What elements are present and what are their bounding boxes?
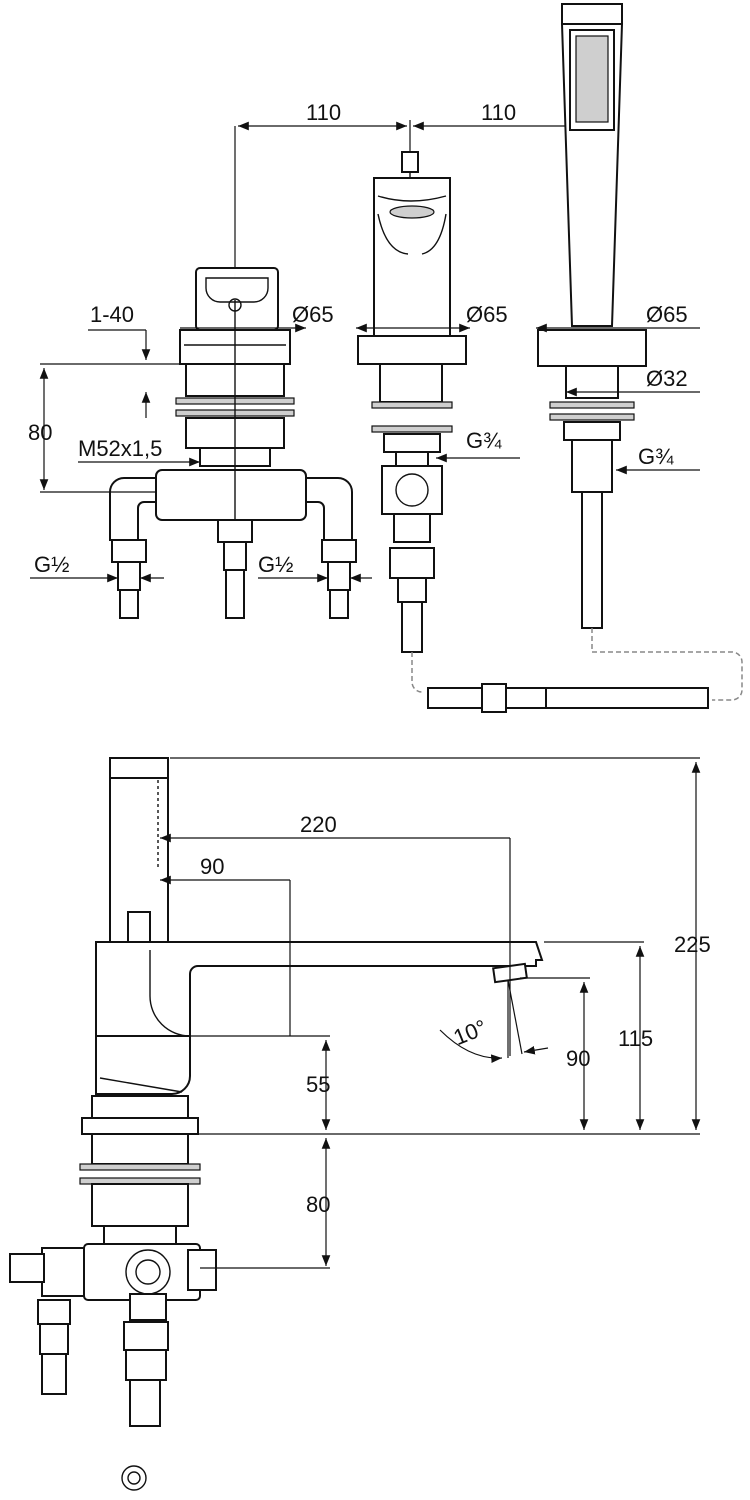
front-view: 110 110 bbox=[28, 3, 743, 713]
mount-thread-label: M52x1,5 bbox=[78, 436, 162, 461]
outlet-angle-indicator bbox=[439, 979, 549, 1063]
height-dimension-lines bbox=[96, 757, 701, 1269]
base-height-label: 55 bbox=[306, 1072, 330, 1097]
hand-shower bbox=[537, 3, 647, 629]
spout-height-label: 115 bbox=[618, 1026, 653, 1051]
spacing-right-label: 110 bbox=[481, 100, 516, 125]
spout-body-side bbox=[95, 941, 544, 1095]
lever-reach-label: 90 bbox=[200, 854, 224, 879]
spout-unit bbox=[357, 151, 467, 653]
outlet-height-label: 90 bbox=[566, 1046, 590, 1071]
deck-thickness-dimension bbox=[40, 329, 180, 418]
shower-diameter-label: Ø65 bbox=[646, 302, 688, 327]
inlet-left-thread-label: G½ bbox=[34, 552, 69, 577]
mixer-diameter-label: Ø65 bbox=[292, 302, 334, 327]
deck-thickness-label: 1-40 bbox=[90, 302, 134, 327]
below-deck-label: 80 bbox=[306, 1192, 330, 1217]
spout-thread-label: G¾ bbox=[466, 428, 502, 453]
reach-dimension-lines bbox=[160, 833, 511, 1056]
hose-connector bbox=[427, 683, 709, 713]
spout-reach-label: 220 bbox=[300, 812, 337, 837]
body-height-label: 80 bbox=[28, 420, 52, 445]
shower-thread-label: G¾ bbox=[638, 444, 674, 469]
outlet-angle-label: 10° bbox=[450, 1015, 490, 1051]
spout-diameter-label: Ø65 bbox=[466, 302, 508, 327]
shower-holder bbox=[109, 757, 169, 943]
total-height-label: 225 bbox=[674, 932, 711, 957]
mounting-assembly-side bbox=[9, 1095, 217, 1491]
mixer-valve bbox=[109, 267, 353, 541]
shower-hole-diameter-label: Ø32 bbox=[646, 366, 688, 391]
body-height-dimension bbox=[39, 368, 156, 493]
shower-hose bbox=[411, 628, 743, 701]
diameter-dimension-lines bbox=[180, 323, 700, 475]
inlet-fittings bbox=[111, 519, 357, 619]
side-view: 220 90 225 115 90 55 80 10° bbox=[9, 757, 711, 1491]
spacing-left-label: 110 bbox=[306, 100, 341, 125]
inlet-right-thread-label: G½ bbox=[258, 552, 293, 577]
